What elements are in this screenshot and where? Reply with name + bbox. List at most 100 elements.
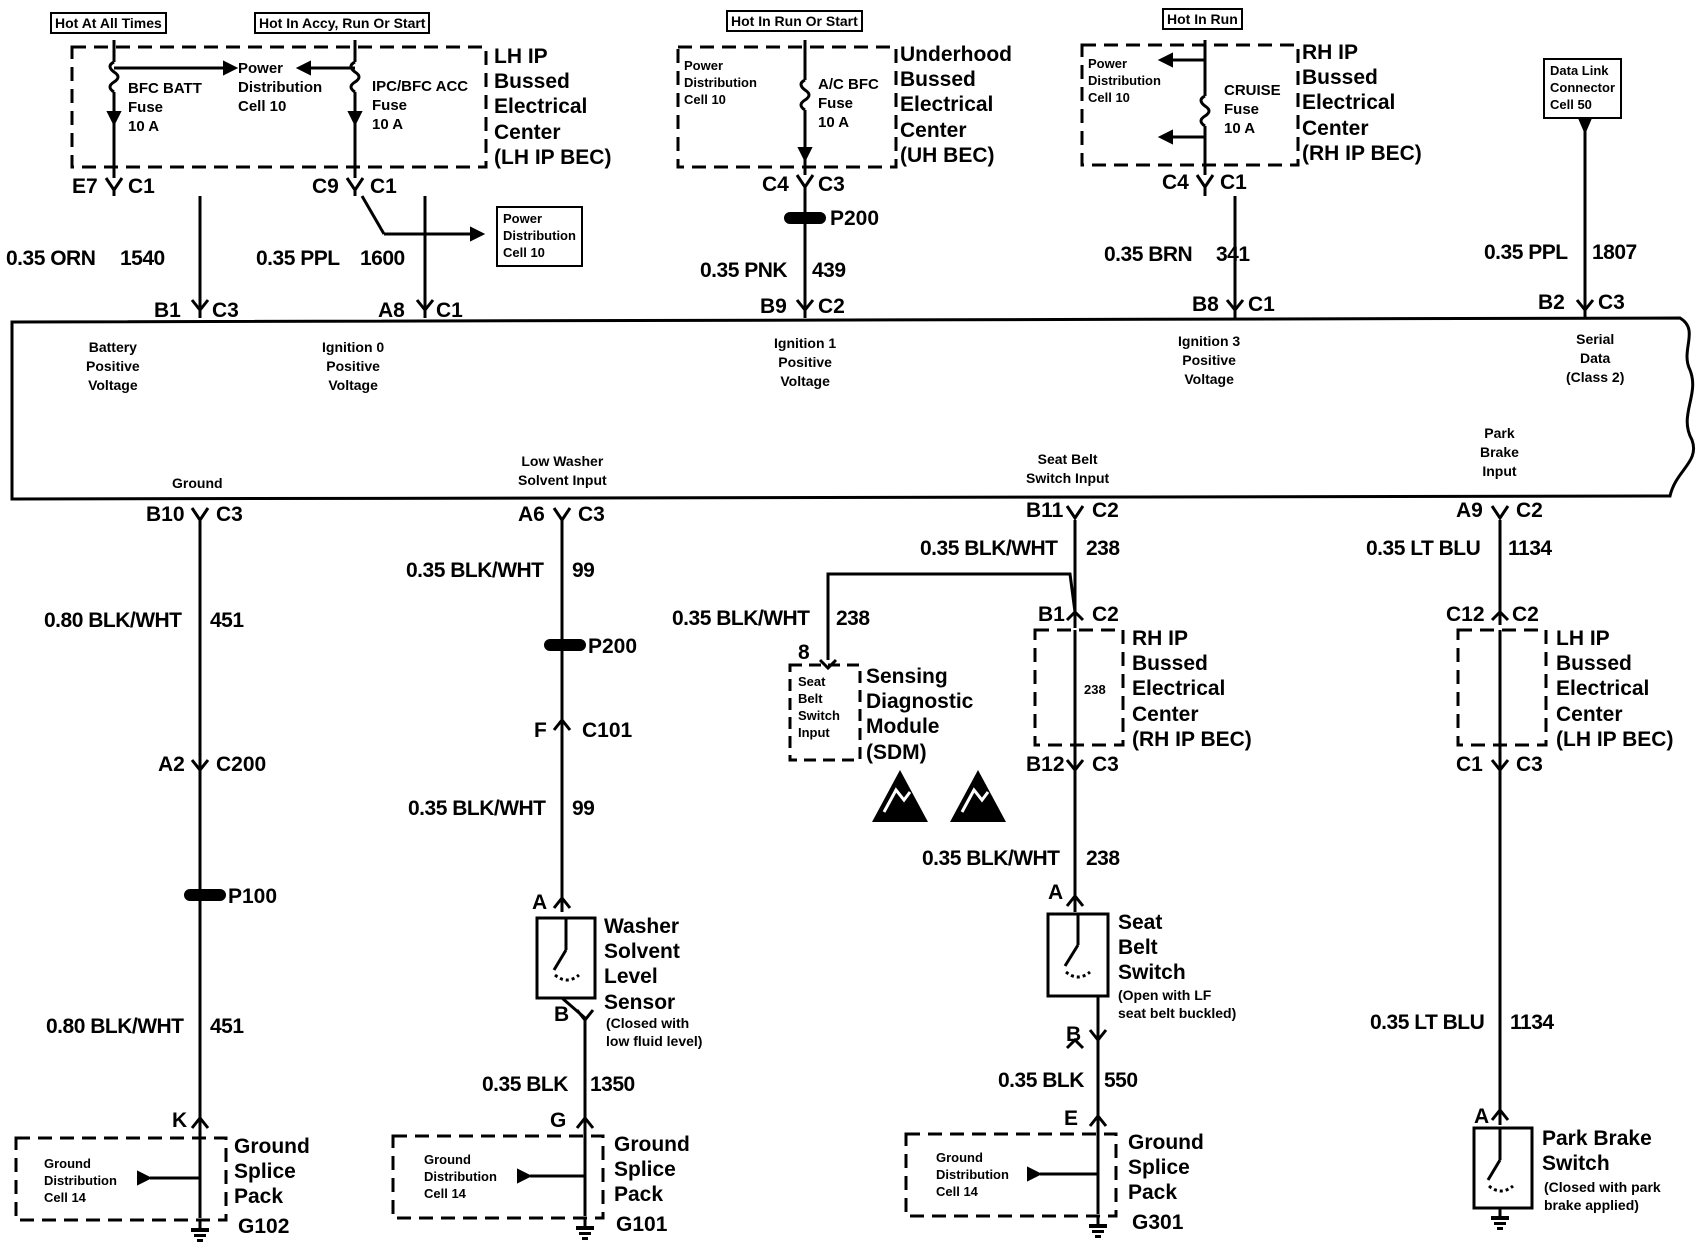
pin-f: F <box>534 719 547 742</box>
signal-ground: Ground <box>172 475 223 491</box>
park-brake-switch-note: (Closed with park brake applied) <box>1544 1179 1661 1214</box>
connector-c200: C200 <box>216 753 267 776</box>
signal-seatbelt-input: Seat Belt Switch Input <box>1026 451 1110 486</box>
ac-bfc-fuse-label: A/C BFC Fuse 10 A <box>818 76 879 131</box>
pin-c4: C4 <box>762 173 789 196</box>
ground-distribution-label: Ground Distribution Cell 14 <box>44 1156 117 1205</box>
washer-sensor-note: (Closed with low fluid level) <box>606 1015 703 1050</box>
ipc-acc-fuse-label: IPC/BFC ACC Fuse 10 A <box>372 78 469 133</box>
pin-c3: C3 <box>578 503 605 526</box>
ground-g102: G102 <box>238 1215 290 1238</box>
wire-550-circuit: 550 <box>1104 1069 1138 1092</box>
signal-ignition-1: Ignition 1 Positive Voltage <box>774 335 837 389</box>
wire-1350-circuit: 1350 <box>590 1073 635 1096</box>
ground-g101: G101 <box>616 1213 668 1236</box>
pin-c2: C2 <box>1092 603 1119 626</box>
wire-451-circuit-lower: 451 <box>210 1015 244 1038</box>
pin-c2: C2 <box>1512 603 1539 626</box>
lh-ip-bec-label: LH IP Bussed Electrical Center (LH IP BE… <box>494 45 612 169</box>
hot-in-run-label: Hot In Run <box>1162 8 1243 30</box>
esd-warning-icon <box>872 770 1006 822</box>
wire-238-color-sdm: 0.35 BLK/WHT <box>672 607 810 630</box>
pin-c4: C4 <box>1162 171 1189 194</box>
pin-b12: B12 <box>1026 753 1065 776</box>
pin-c1: C1 <box>128 175 155 198</box>
connector-p200: P200 <box>830 207 880 230</box>
wire-238-inner: 238 <box>1084 682 1106 697</box>
uh-power-dist-label: Power Distribution Cell 10 <box>684 58 757 107</box>
wire-238-color-lower: 0.35 BLK/WHT <box>922 847 1060 870</box>
pin-c3: C3 <box>212 299 239 322</box>
pin-k: K <box>172 1109 188 1132</box>
data-link-connector-box: Data Link Connector Cell 50 <box>1543 58 1622 119</box>
pin-a-washer: A <box>532 891 548 914</box>
pin-c2: C2 <box>1516 499 1543 522</box>
wire-451-color-upper: 0.80 BLK/WHT <box>44 609 182 632</box>
rh-ip-bec-lower-label: RH IP Bussed Electrical Center (RH IP BE… <box>1132 627 1252 751</box>
ground-g301: G301 <box>1132 1211 1184 1234</box>
pin-c12: C12 <box>1446 603 1485 626</box>
wire-439-circuit: 439 <box>812 259 846 282</box>
pin-c3: C3 <box>1092 753 1119 776</box>
wire-341-color: 0.35 BRN <box>1104 243 1193 266</box>
sdm-input-label: Seat Belt Switch Input <box>798 674 840 740</box>
wire-99-color-upper: 0.35 BLK/WHT <box>406 559 544 582</box>
pin-b9: B9 <box>760 295 787 318</box>
pin-g: G <box>550 1109 567 1132</box>
pin-b11: B11 <box>1026 499 1064 522</box>
pin-b10: B10 <box>146 503 185 526</box>
wire-238-color-top: 0.35 BLK/WHT <box>920 537 1058 560</box>
pin-b1: B1 <box>154 299 181 322</box>
pin-c2: C2 <box>1092 499 1119 522</box>
pin-b-seat: B <box>1066 1023 1082 1046</box>
power-dist-ref-box: Power Distribution Cell 10 <box>496 206 583 267</box>
pin-a6: A6 <box>518 503 545 526</box>
seat-belt-switch-note: (Open with LF seat belt buckled) <box>1118 987 1237 1022</box>
pin-e7: E7 <box>72 175 98 198</box>
ground-distribution-label: Ground Distribution Cell 14 <box>424 1152 497 1201</box>
signal-ignition-3: Ignition 3 Positive Voltage <box>1178 333 1241 387</box>
seat-belt-switch-label: Seat Belt Switch <box>1118 911 1186 985</box>
lh-power-dist-label: Power Distribution Cell 10 <box>238 60 323 115</box>
pin-c3: C3 <box>818 173 845 196</box>
wire-550-color: 0.35 BLK <box>998 1069 1084 1092</box>
signal-park-brake-input: Park Brake Input <box>1480 425 1519 479</box>
wire-99-circuit-upper: 99 <box>572 559 595 582</box>
wire-238-circuit-top: 238 <box>1086 537 1120 560</box>
hot-in-accy-label: Hot In Accy, Run Or Start <box>254 12 431 34</box>
pin-b1: B1 <box>1038 603 1065 626</box>
rh-bec-box <box>1080 43 1300 167</box>
cruise-fuse-label: CRUISE Fuse 10 A <box>1224 82 1281 137</box>
pin-c1: C1 <box>370 175 397 198</box>
pin-sdm-8: 8 <box>798 641 810 664</box>
wire-1350-color: 0.35 BLK <box>482 1073 568 1096</box>
bfc-batt-fuse-label: BFC BATT Fuse 10 A <box>128 80 202 135</box>
wire-1540-circuit: 1540 <box>120 247 165 270</box>
connector-c101: C101 <box>582 719 633 742</box>
wire-238-circuit-sdm: 238 <box>836 607 870 630</box>
pin-c1: C1 <box>1248 293 1275 316</box>
rh-ip-bec-label: RH IP Bussed Electrical Center (RH IP BE… <box>1302 41 1422 165</box>
connector-p200: P200 <box>588 635 638 658</box>
wire-1807-circuit: 1807 <box>1592 241 1637 264</box>
pin-c1: C1 <box>436 299 463 322</box>
connector-p100: P100 <box>228 885 278 908</box>
hot-at-all-times-label: Hot At All Times <box>50 12 167 34</box>
signal-serial-data: Serial Data (Class 2) <box>1566 331 1625 385</box>
uh-bec-box <box>676 45 898 169</box>
rh-power-dist-label: Power Distribution Cell 10 <box>1088 56 1161 105</box>
wire-439-color: 0.35 PNK <box>700 259 788 282</box>
pin-c1: C1 <box>1220 171 1247 194</box>
signal-washer-input: Low Washer Solvent Input <box>518 453 607 488</box>
ground-splice-pack-label: Ground Splice Pack <box>1128 1131 1204 1205</box>
wire-1600-circuit: 1600 <box>360 247 405 270</box>
wire-1134-color-lower: 0.35 LT BLU <box>1370 1011 1485 1034</box>
pin-c3: C3 <box>1516 753 1543 776</box>
wire-1134-circuit-lower: 1134 <box>1510 1011 1554 1034</box>
wire-451-color-lower: 0.80 BLK/WHT <box>46 1015 184 1038</box>
pin-c9: C9 <box>312 175 339 198</box>
pin-c3: C3 <box>216 503 243 526</box>
wire-238-circuit-lower: 238 <box>1086 847 1120 870</box>
washer-sensor-label: Washer Solvent Level Sensor <box>604 915 680 1014</box>
